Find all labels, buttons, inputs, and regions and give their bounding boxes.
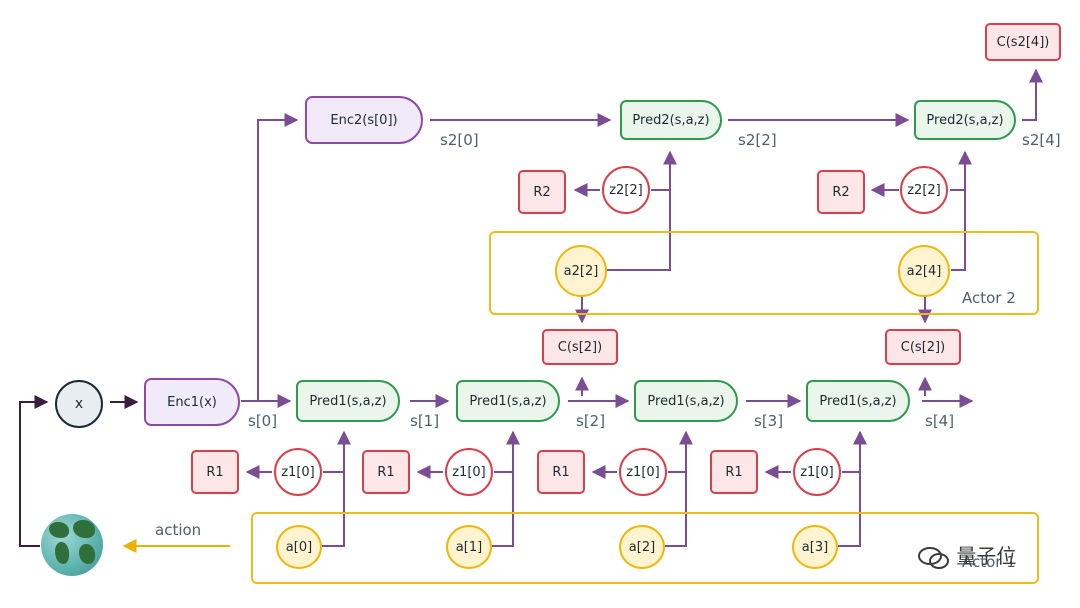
z1-node: z1[0] bbox=[445, 448, 493, 496]
a2-2-to-pred2-arrow bbox=[607, 150, 677, 271]
state2-label: s2[4] bbox=[1022, 131, 1061, 149]
enc2-node: Enc2(s[0]) bbox=[305, 96, 423, 144]
wechat-icon bbox=[918, 546, 949, 569]
a2-to-pred1-arrow bbox=[665, 430, 693, 547]
action-label: action bbox=[155, 521, 202, 539]
a-node: a[3] bbox=[792, 525, 838, 569]
pred1-node: Pred1(s,a,z) bbox=[456, 380, 560, 422]
r2-node: R2 bbox=[518, 170, 566, 214]
z1-node: z1[0] bbox=[793, 448, 841, 496]
state1-label: s[0] bbox=[248, 412, 278, 430]
world-to-x-arrow bbox=[19, 395, 49, 547]
pred1-node: Pred1(s,a,z) bbox=[296, 380, 400, 422]
x-node: x bbox=[55, 380, 103, 428]
enc1-node: Enc1(x) bbox=[144, 378, 240, 426]
a0-to-pred1-arrow bbox=[322, 430, 351, 547]
a2-node: a2[4] bbox=[898, 245, 950, 297]
cost-node: C(s[2]) bbox=[885, 329, 961, 365]
pred2-node: Pred2(s,a,z) bbox=[914, 100, 1016, 140]
z2-node: z2[2] bbox=[900, 166, 948, 214]
final-cost-node: C(s2[4]) bbox=[985, 23, 1061, 61]
a-node: a[0] bbox=[276, 525, 322, 569]
pred2-to-final-cost-arrow bbox=[1022, 68, 1043, 121]
r1-node: R1 bbox=[362, 450, 410, 494]
state1-label: s[4] bbox=[925, 412, 955, 430]
state1-label: s[3] bbox=[754, 412, 784, 430]
cost-node: C(s[2]) bbox=[542, 329, 618, 365]
pred1-node: Pred1(s,a,z) bbox=[634, 380, 738, 422]
state1-label: s[2] bbox=[576, 412, 606, 430]
a-node: a[2] bbox=[619, 525, 665, 569]
actor-1-box bbox=[251, 512, 1039, 584]
a2-4-to-pred2-arrow bbox=[951, 150, 972, 271]
r1-node: R1 bbox=[537, 450, 585, 494]
r1-node: R1 bbox=[191, 450, 239, 494]
earth-icon bbox=[41, 514, 103, 576]
state2-label: s2[0] bbox=[440, 131, 479, 149]
r2-node: R2 bbox=[817, 170, 865, 214]
actor-1-label: Actor 1 bbox=[962, 553, 1016, 571]
z1-node: z1[0] bbox=[619, 448, 667, 496]
enc1-to-enc2-arrow bbox=[257, 113, 299, 401]
watermark-text: 量子位 bbox=[956, 544, 1017, 568]
a2-node: a2[2] bbox=[555, 245, 607, 297]
watermark: 量子位 bbox=[918, 540, 1016, 570]
z2-node: z2[2] bbox=[602, 166, 650, 214]
a-node: a[1] bbox=[446, 525, 492, 569]
state2-label: s2[2] bbox=[738, 131, 777, 149]
z1-node: z1[0] bbox=[274, 448, 322, 496]
r1-node: R1 bbox=[710, 450, 758, 494]
actor-2-box bbox=[489, 231, 1039, 315]
pred1-node: Pred1(s,a,z) bbox=[806, 380, 910, 422]
a3-to-pred1-arrow bbox=[838, 430, 867, 547]
actor-2-label: Actor 2 bbox=[962, 289, 1016, 307]
pred2-node: Pred2(s,a,z) bbox=[620, 100, 722, 140]
a1-to-pred1-arrow bbox=[492, 430, 520, 547]
state1-label: s[1] bbox=[410, 412, 440, 430]
